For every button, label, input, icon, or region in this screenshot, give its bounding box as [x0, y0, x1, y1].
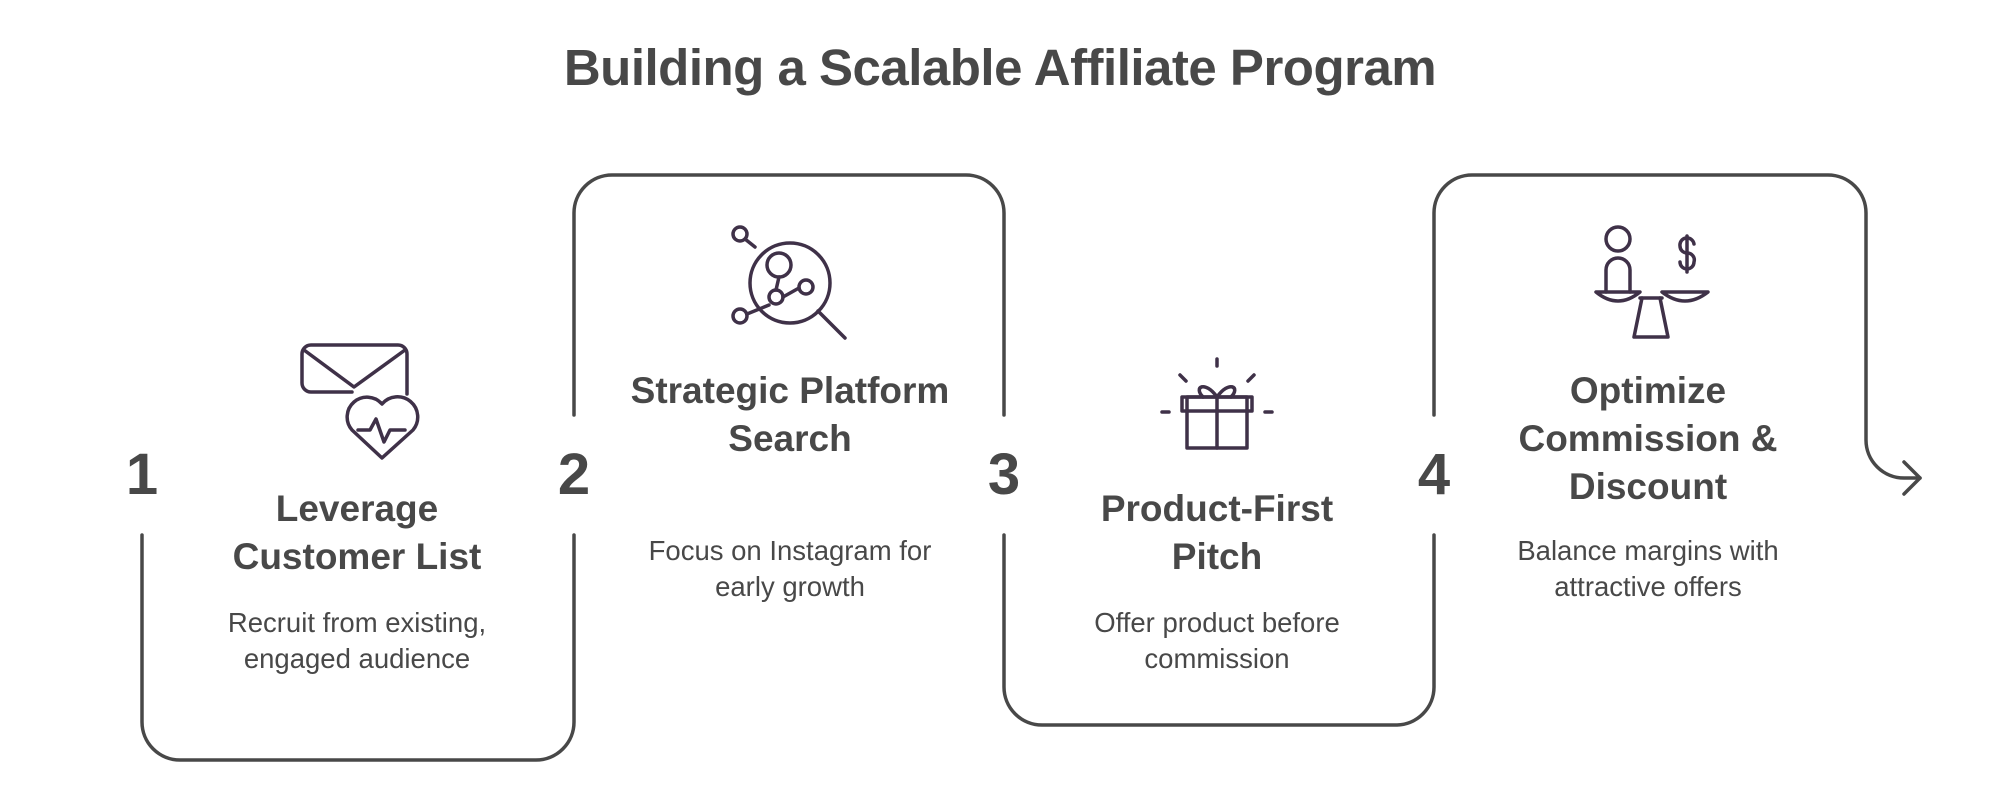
step-description-1: Recruit from existing, engaged audience	[227, 607, 487, 674]
step-description-2: Focus on Instagram for early growth	[648, 535, 932, 602]
step-number-1: 1	[125, 442, 159, 507]
step-description-4: Balance margins with attractive offers	[1517, 535, 1779, 602]
envelope-heart-icon	[300, 343, 420, 460]
step-number-4: 4	[1417, 442, 1451, 507]
step-description-3: Offer product before commission	[1094, 607, 1340, 674]
step-title-1: Leverage Customer List	[232, 488, 482, 577]
step-number-3: 3	[987, 442, 1021, 507]
arrow-head-icon	[1902, 460, 1922, 496]
step-title-4: Optimize Commission & Discount	[1518, 370, 1778, 507]
step-number-2: 2	[557, 442, 591, 507]
gift-icon	[1160, 357, 1274, 450]
connector-path	[140, 173, 1922, 762]
diagram-title: Building a Scalable Affiliate Program	[563, 39, 1437, 96]
scale-person-dollar-icon	[1594, 225, 1710, 339]
step-title-2: Strategic Platform Search	[630, 370, 950, 459]
step-title-3: Product-First Pitch	[1100, 488, 1334, 577]
magnifier-network-icon	[731, 225, 847, 340]
